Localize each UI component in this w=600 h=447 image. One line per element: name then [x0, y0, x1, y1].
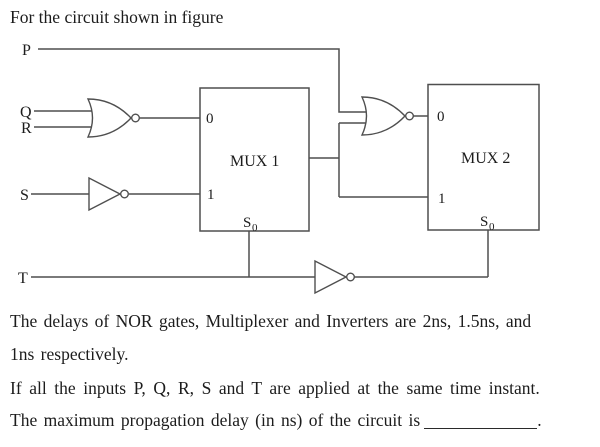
mux2-select-label: S [480, 214, 488, 230]
mux1-name: MUX 1 [230, 153, 279, 170]
mux1-input0-label: 0 [206, 111, 214, 127]
nor1-bubble [130, 113, 140, 123]
mux1-input1-label: 1 [207, 187, 215, 203]
mux2-input0-label: 0 [437, 109, 445, 125]
mux2-input1-label: 1 [438, 191, 446, 207]
inverter2-shape [314, 259, 348, 295]
inverter1-shape [88, 176, 122, 212]
inputs-text-line: If all the inputs P, Q, R, S and T are a… [10, 378, 540, 398]
nor2-gate-shape [360, 96, 406, 136]
label-p: P [22, 42, 31, 59]
mux1-select-label: S [243, 215, 251, 231]
mux2-box [427, 83, 540, 231]
delays-text-line2: 1ns respectively. [10, 344, 129, 364]
mux2-select-sub: 0 [489, 221, 495, 233]
label-r: R [21, 120, 32, 137]
inverter2-bubble [346, 272, 356, 282]
label-t: T [18, 270, 28, 287]
question-text-line: The maximum propagation delay (in ns) of… [10, 410, 542, 431]
answer-blank [424, 427, 538, 429]
question-suffix: . [537, 410, 542, 430]
label-q: Q [20, 104, 32, 121]
wire-p [38, 48, 368, 113]
question-prefix: The maximum propagation delay (in ns) of… [10, 410, 421, 430]
delays-text-line1: The delays of NOR gates, Multiplexer and… [10, 311, 532, 331]
label-s: S [20, 187, 29, 204]
mux2-name: MUX 2 [461, 150, 510, 167]
nor2-bubble [405, 111, 415, 121]
mux1-select-sub: 0 [252, 222, 258, 234]
nor1-gate-shape [86, 98, 132, 138]
question-title: For the circuit shown in figure [10, 7, 224, 27]
mux1-box [199, 87, 310, 232]
inverter1-bubble [119, 189, 129, 199]
